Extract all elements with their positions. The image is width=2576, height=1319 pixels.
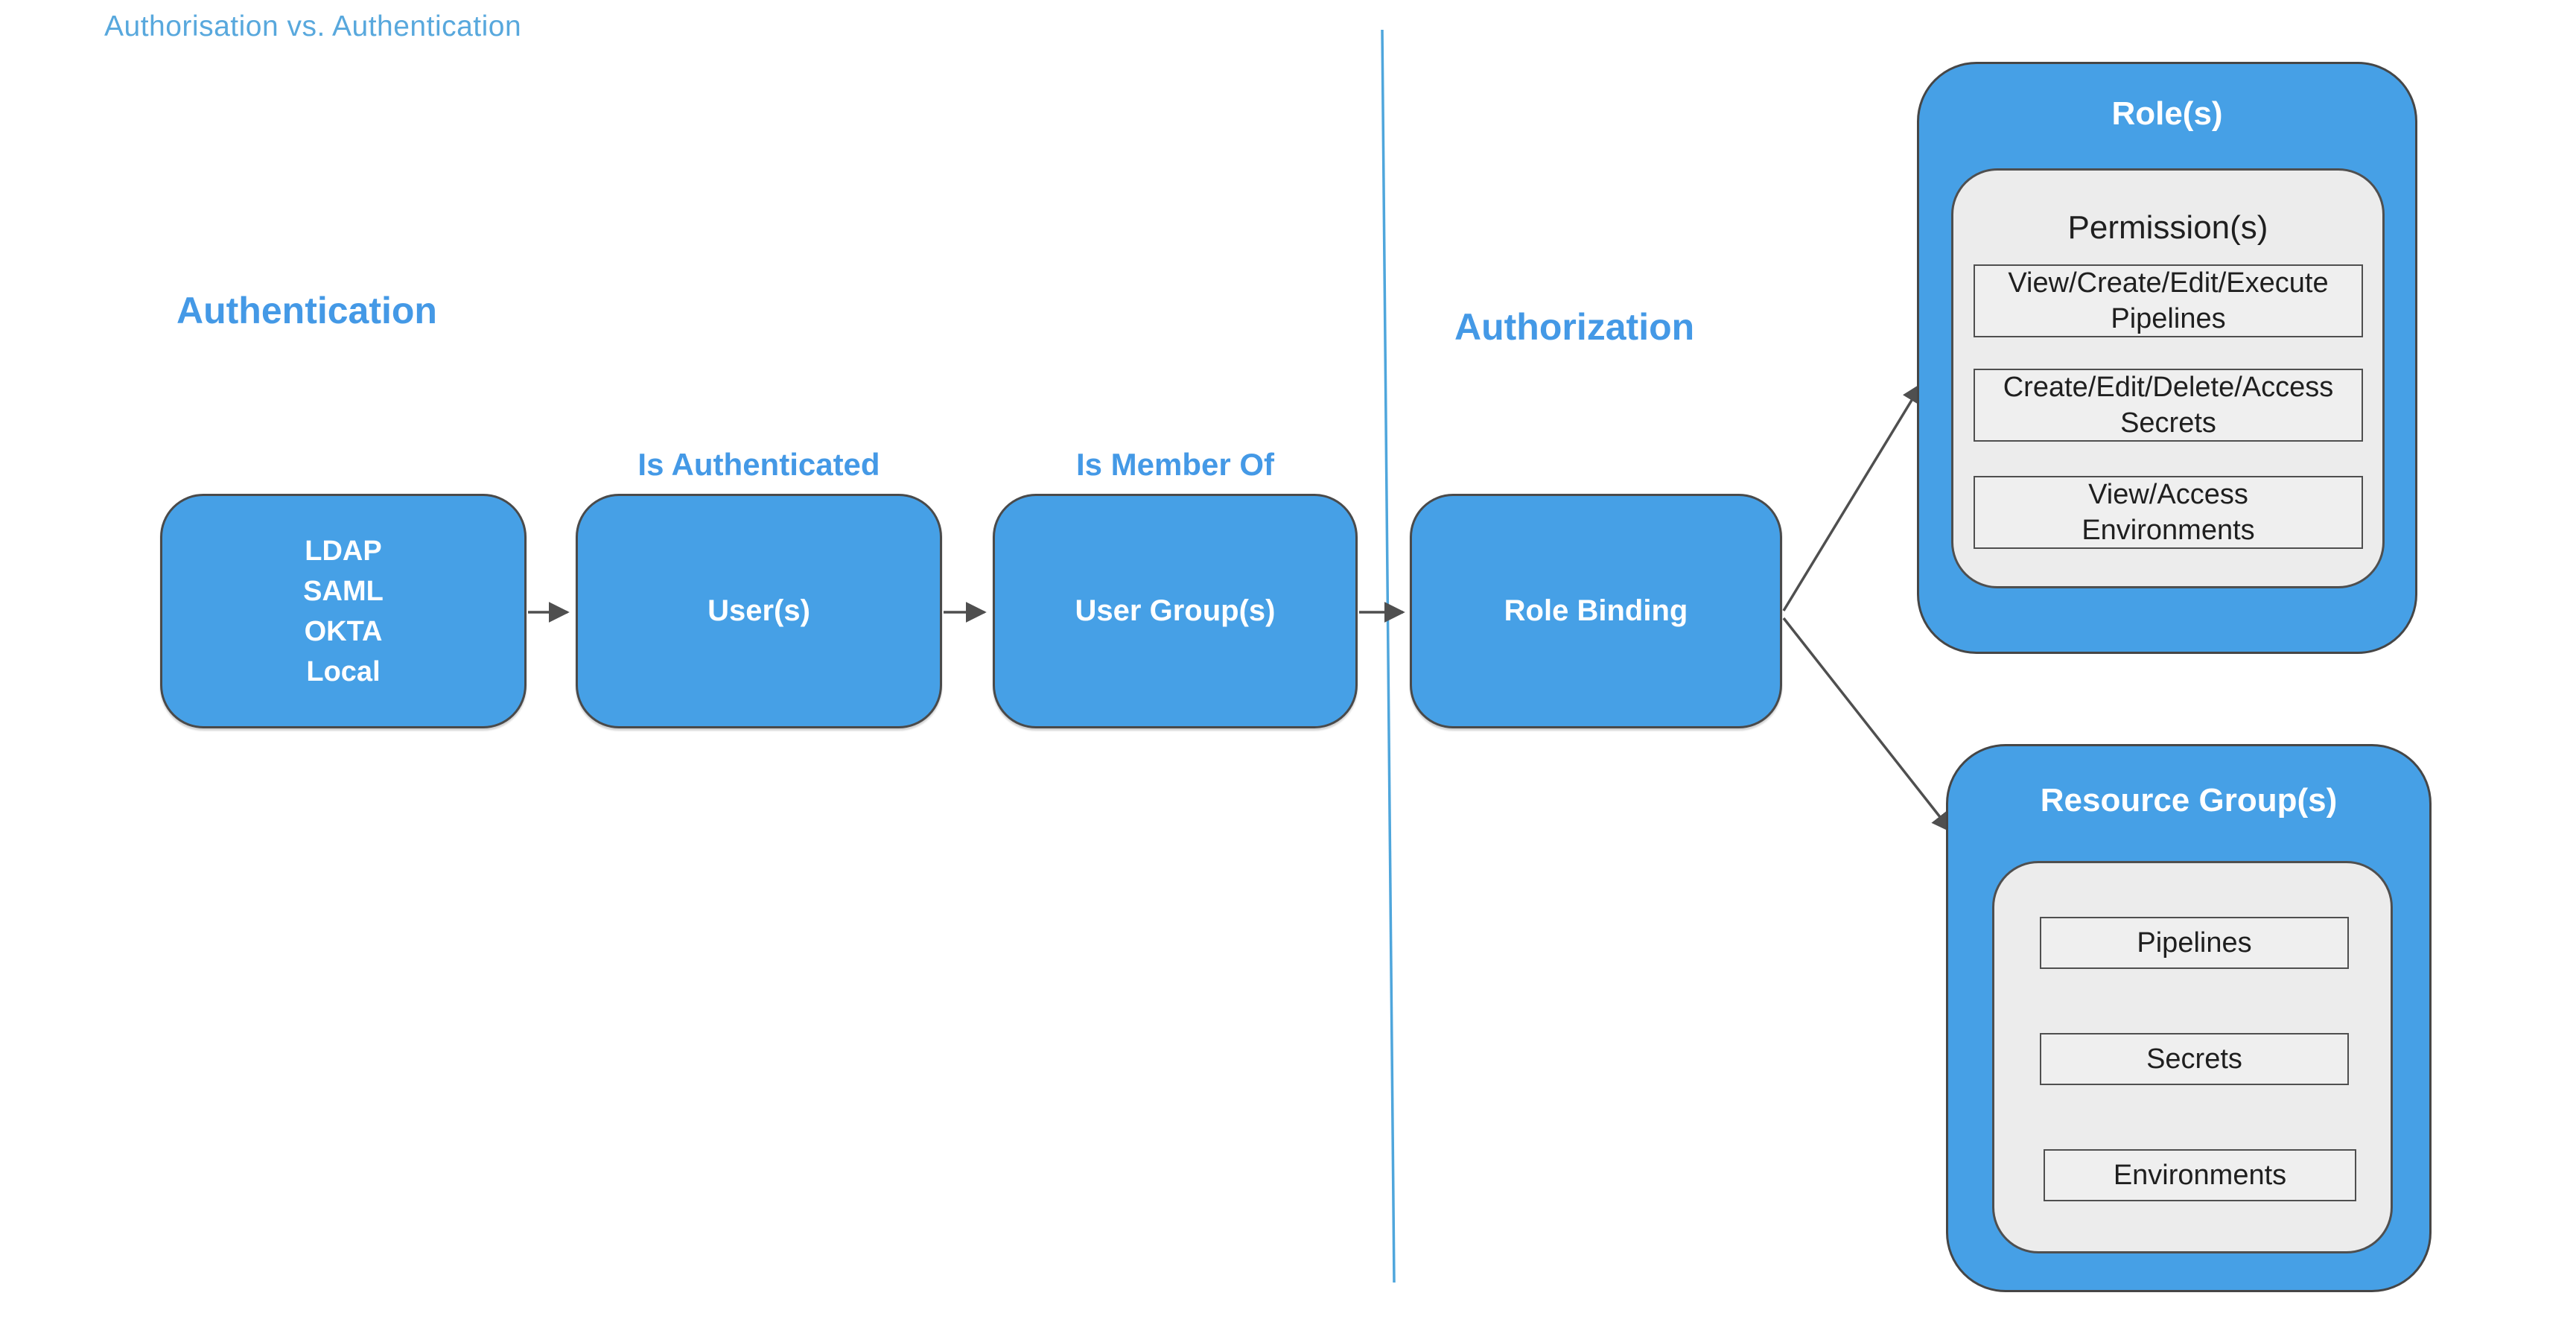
permissions-title: Permission(s): [2067, 209, 2268, 246]
roles-container: Role(s) Permission(s) View/Create/Edit/E…: [1917, 62, 2417, 654]
flow-box-users: User(s): [576, 494, 942, 728]
permission-item-environments: View/Access Environments: [1974, 476, 2363, 549]
resource-groups-title: Resource Group(s): [2040, 782, 2338, 819]
resource-item-pipelines: Pipelines: [2040, 917, 2349, 969]
section-divider-line: [1381, 29, 1396, 1283]
edge-label-is-member-of: Is Member Of: [1075, 447, 1275, 482]
arrow-rolebinding-to-roles: [1782, 382, 1923, 611]
permission-item-pipelines: View/Create/Edit/Execute Pipelines: [1974, 264, 2363, 337]
flow-box-user-groups: User Group(s): [993, 494, 1358, 728]
resource-item-environments: Environments: [2044, 1149, 2356, 1201]
diagram-title: Authorisation vs. Authentication: [104, 10, 522, 42]
resource-item-secrets: Secrets: [2040, 1033, 2349, 1085]
user-groups-label: User Group(s): [1075, 594, 1276, 627]
edge-label-is-authenticated: Is Authenticated: [637, 447, 880, 482]
roles-title: Role(s): [2111, 95, 2223, 132]
identity-providers-label: LDAP SAML OKTA Local: [303, 535, 384, 687]
flow-box-role-binding: Role Binding: [1410, 494, 1782, 728]
resource-groups-panel: Pipelines Secrets Environments: [1992, 861, 2393, 1253]
section-heading-authorization: Authorization: [1454, 306, 1695, 348]
users-label: User(s): [707, 594, 810, 627]
role-binding-label: Role Binding: [1504, 594, 1688, 627]
permission-item-secrets: Create/Edit/Delete/Access Secrets: [1974, 369, 2363, 442]
section-heading-authentication: Authentication: [176, 290, 437, 331]
resource-groups-container: Resource Group(s) Pipelines Secrets Envi…: [1946, 744, 2432, 1292]
permissions-panel: Permission(s) View/Create/Edit/Execute P…: [1951, 168, 2385, 588]
arrow-rolebinding-to-resourcegroups: [1782, 617, 1953, 833]
flow-box-identity-providers: LDAP SAML OKTA Local: [160, 494, 527, 728]
